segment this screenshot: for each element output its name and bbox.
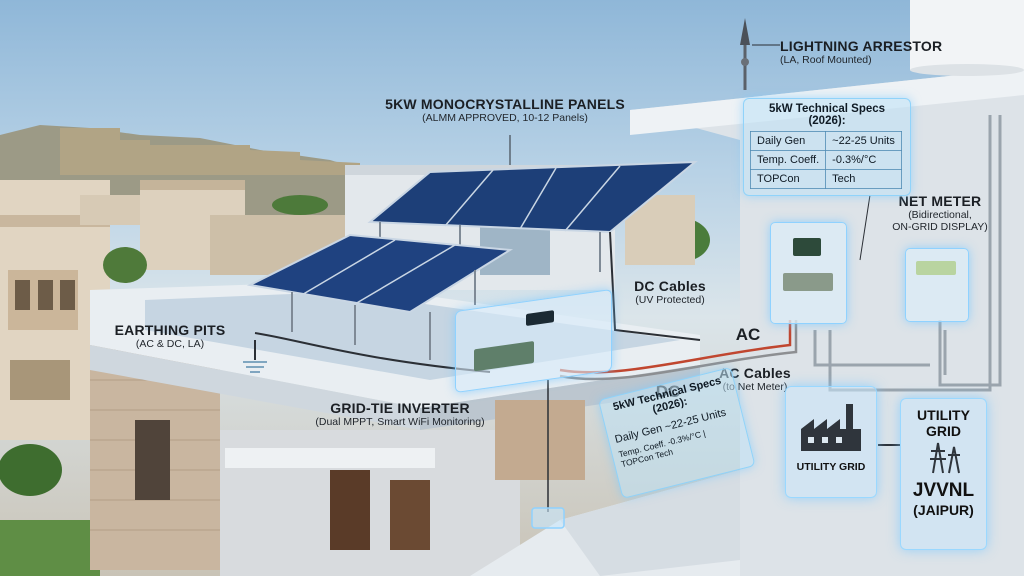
dc-cables-sub: (UV Protected) [635,294,705,307]
spec-key: Temp. Coeff. [749,150,827,170]
ac-flow-label: AC [735,325,761,344]
ac-cables-label: AC Cables (to Net Meter) [700,365,810,393]
utility-grid-title1: UTILITY [917,407,970,423]
earthing-pits-sub: (AC & DC, LA) [135,338,205,351]
utility-grid-icon-card: UTILITY GRID [785,386,877,498]
spec-key: Daily Gen [749,131,827,151]
panels-title: 5kW MONOCRYSTALLINE PANELS [385,96,625,112]
ac-cables-title: AC Cables [719,365,791,381]
inverter-sub: (Dual MPPT, Smart WiFi Monitoring) [315,416,485,429]
spec-table: Daily Gen~22-25 Units Temp. Coeff.-0.3%/… [749,131,902,189]
meter-screen [793,238,821,256]
lightning-arrestor-label: LIGHTNING ARRESTOR (LA, Roof Mounted) [780,38,950,66]
dc-cables-title: DC Cables [634,278,706,294]
inverter-title: GRID-TIE INVERTER [330,400,470,416]
utility-grid-card: UTILITY GRID JVVNL (JAIPUR) [900,398,987,550]
net-meter-sub1: (Bidirectional, [908,209,972,222]
earthing-pits-label: EARTHING PITS (AC & DC, LA) [110,322,230,350]
panels-sub: (ALMM APPROVED, 10-12 Panels) [422,112,588,125]
spec-row: Temp. Coeff.-0.3%/°C [749,150,902,170]
meter-terminals [783,273,833,291]
net-meter-title: NET METER [898,193,982,209]
inverter-circuit [474,340,534,372]
meter-lcd [916,261,956,275]
earthing-pits-title: EARTHING PITS [114,322,226,338]
utility-grid-title2: GRID [926,423,961,439]
spec-key: TOPCon [749,169,827,189]
spec-row: Daily Gen~22-25 Units [749,131,902,151]
lightning-arrestor-title: LIGHTNING ARRESTOR [780,38,943,54]
spec-value: Tech [825,169,902,189]
utility-brand-city: (JAIPUR) [913,502,974,518]
transmission-tower-icon [929,442,960,474]
spec-value: ~22-25 Units [825,131,902,151]
spec-value: -0.3%/°C [825,150,902,170]
energy-meter-device [905,248,969,322]
panels-label: 5kW MONOCRYSTALLINE PANELS (ALMM APPROVE… [380,96,630,124]
spec-card: 5kW Technical Specs (2026): Daily Gen~22… [743,98,911,196]
inverter-display [526,310,554,327]
lightning-arrestor-sub: (LA, Roof Mounted) [780,54,872,67]
utility-grid-icon-label: UTILITY GRID [796,461,866,473]
net-meter-label: NET METER (Bidirectional, ON-GRID DISPLA… [870,193,1010,233]
net-meter-sub2: ON-GRID DISPLAY) [892,221,988,234]
utility-brand: JVVNL [912,480,975,501]
dc-cables-label: DC Cables (UV Protected) [620,278,720,306]
net-meter-device [770,222,847,324]
spec-card-title: 5kW Technical Specs (2026): [768,103,886,127]
ac-cables-sub: (to Net Meter) [722,381,788,394]
inverter-label: GRID-TIE INVERTER (Dual MPPT, Smart WiFi… [300,400,500,428]
factory-icon [801,404,861,451]
